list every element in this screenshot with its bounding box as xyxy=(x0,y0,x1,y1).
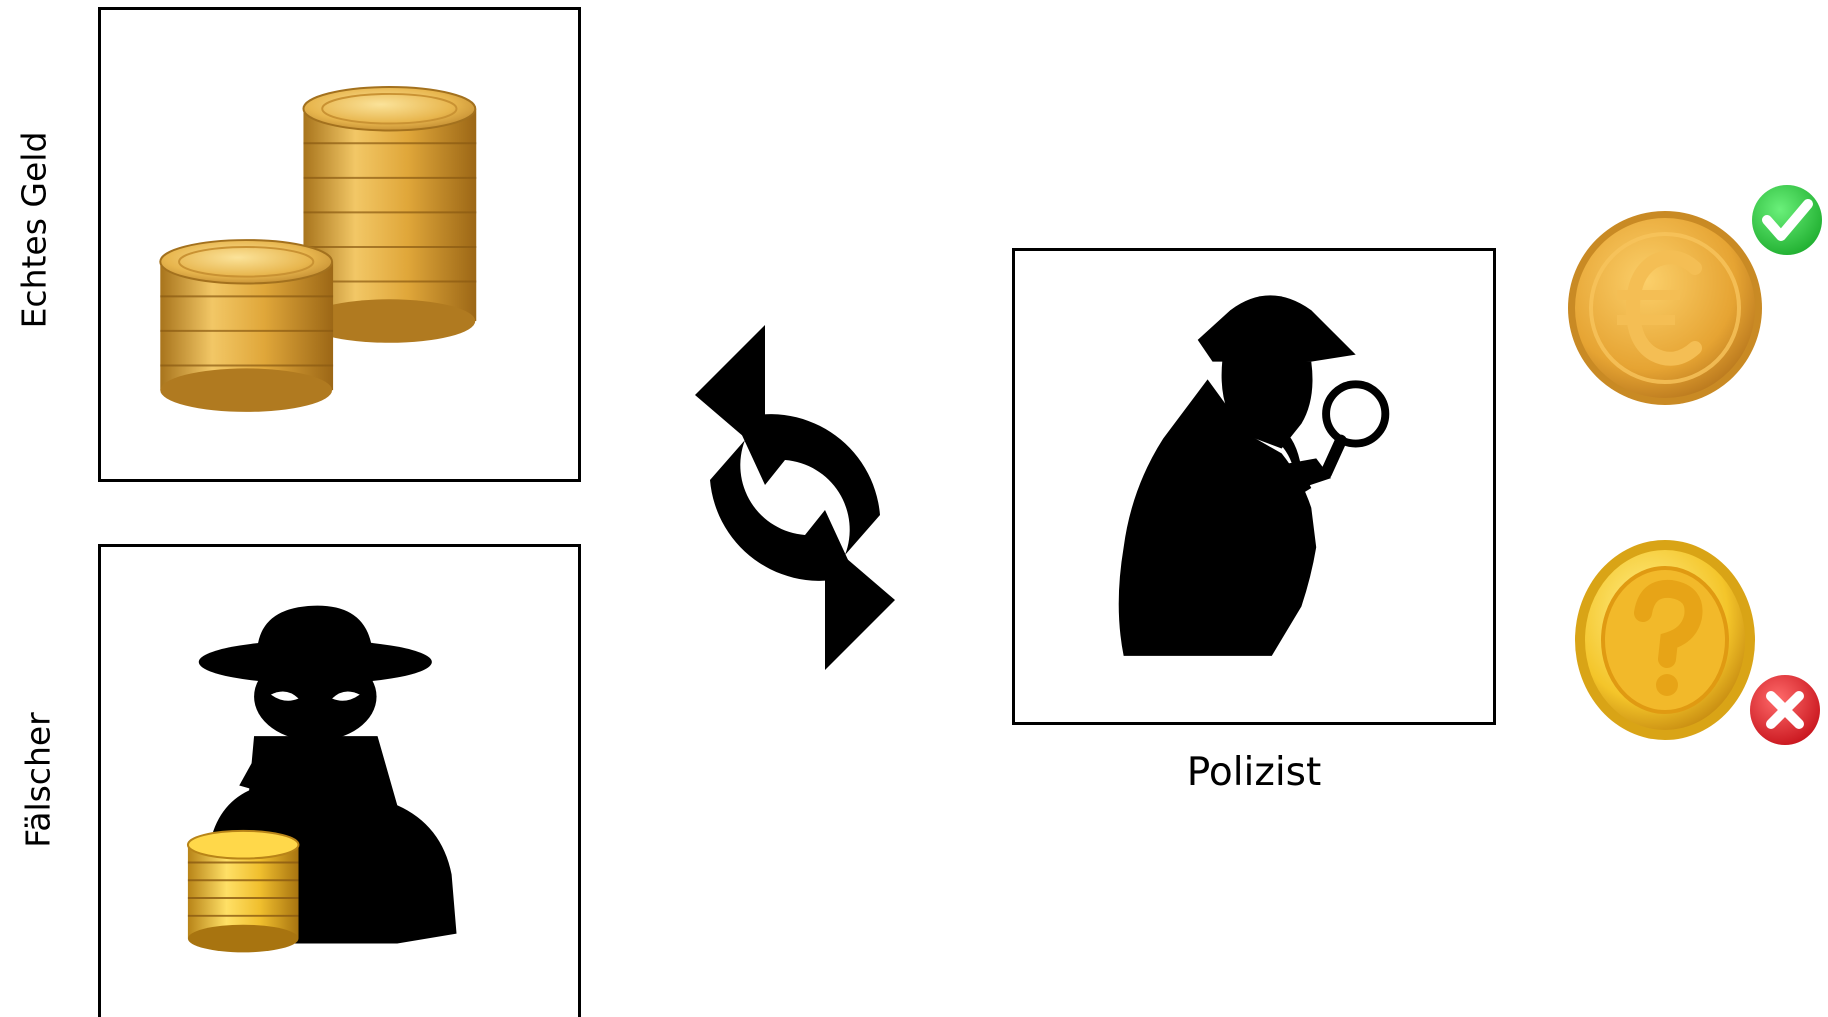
refresh-cycle-icon xyxy=(695,325,895,670)
detective-magnifier-icon xyxy=(1118,295,1390,656)
real-money-label: Echtes Geld xyxy=(14,131,54,329)
police-label: Polizist xyxy=(1186,750,1322,795)
coin-stack-icon xyxy=(159,86,477,412)
green-check-icon xyxy=(1747,180,1827,260)
red-x-icon xyxy=(1745,670,1825,750)
euro-coin-icon xyxy=(1568,180,1827,405)
forger-label: Fälscher xyxy=(18,712,58,848)
masked-counterfeiter-icon xyxy=(186,605,457,953)
real-money-panel xyxy=(98,7,581,482)
forger-panel xyxy=(98,544,581,1017)
police-panel xyxy=(1012,248,1496,725)
question-coin-icon xyxy=(1575,540,1825,750)
